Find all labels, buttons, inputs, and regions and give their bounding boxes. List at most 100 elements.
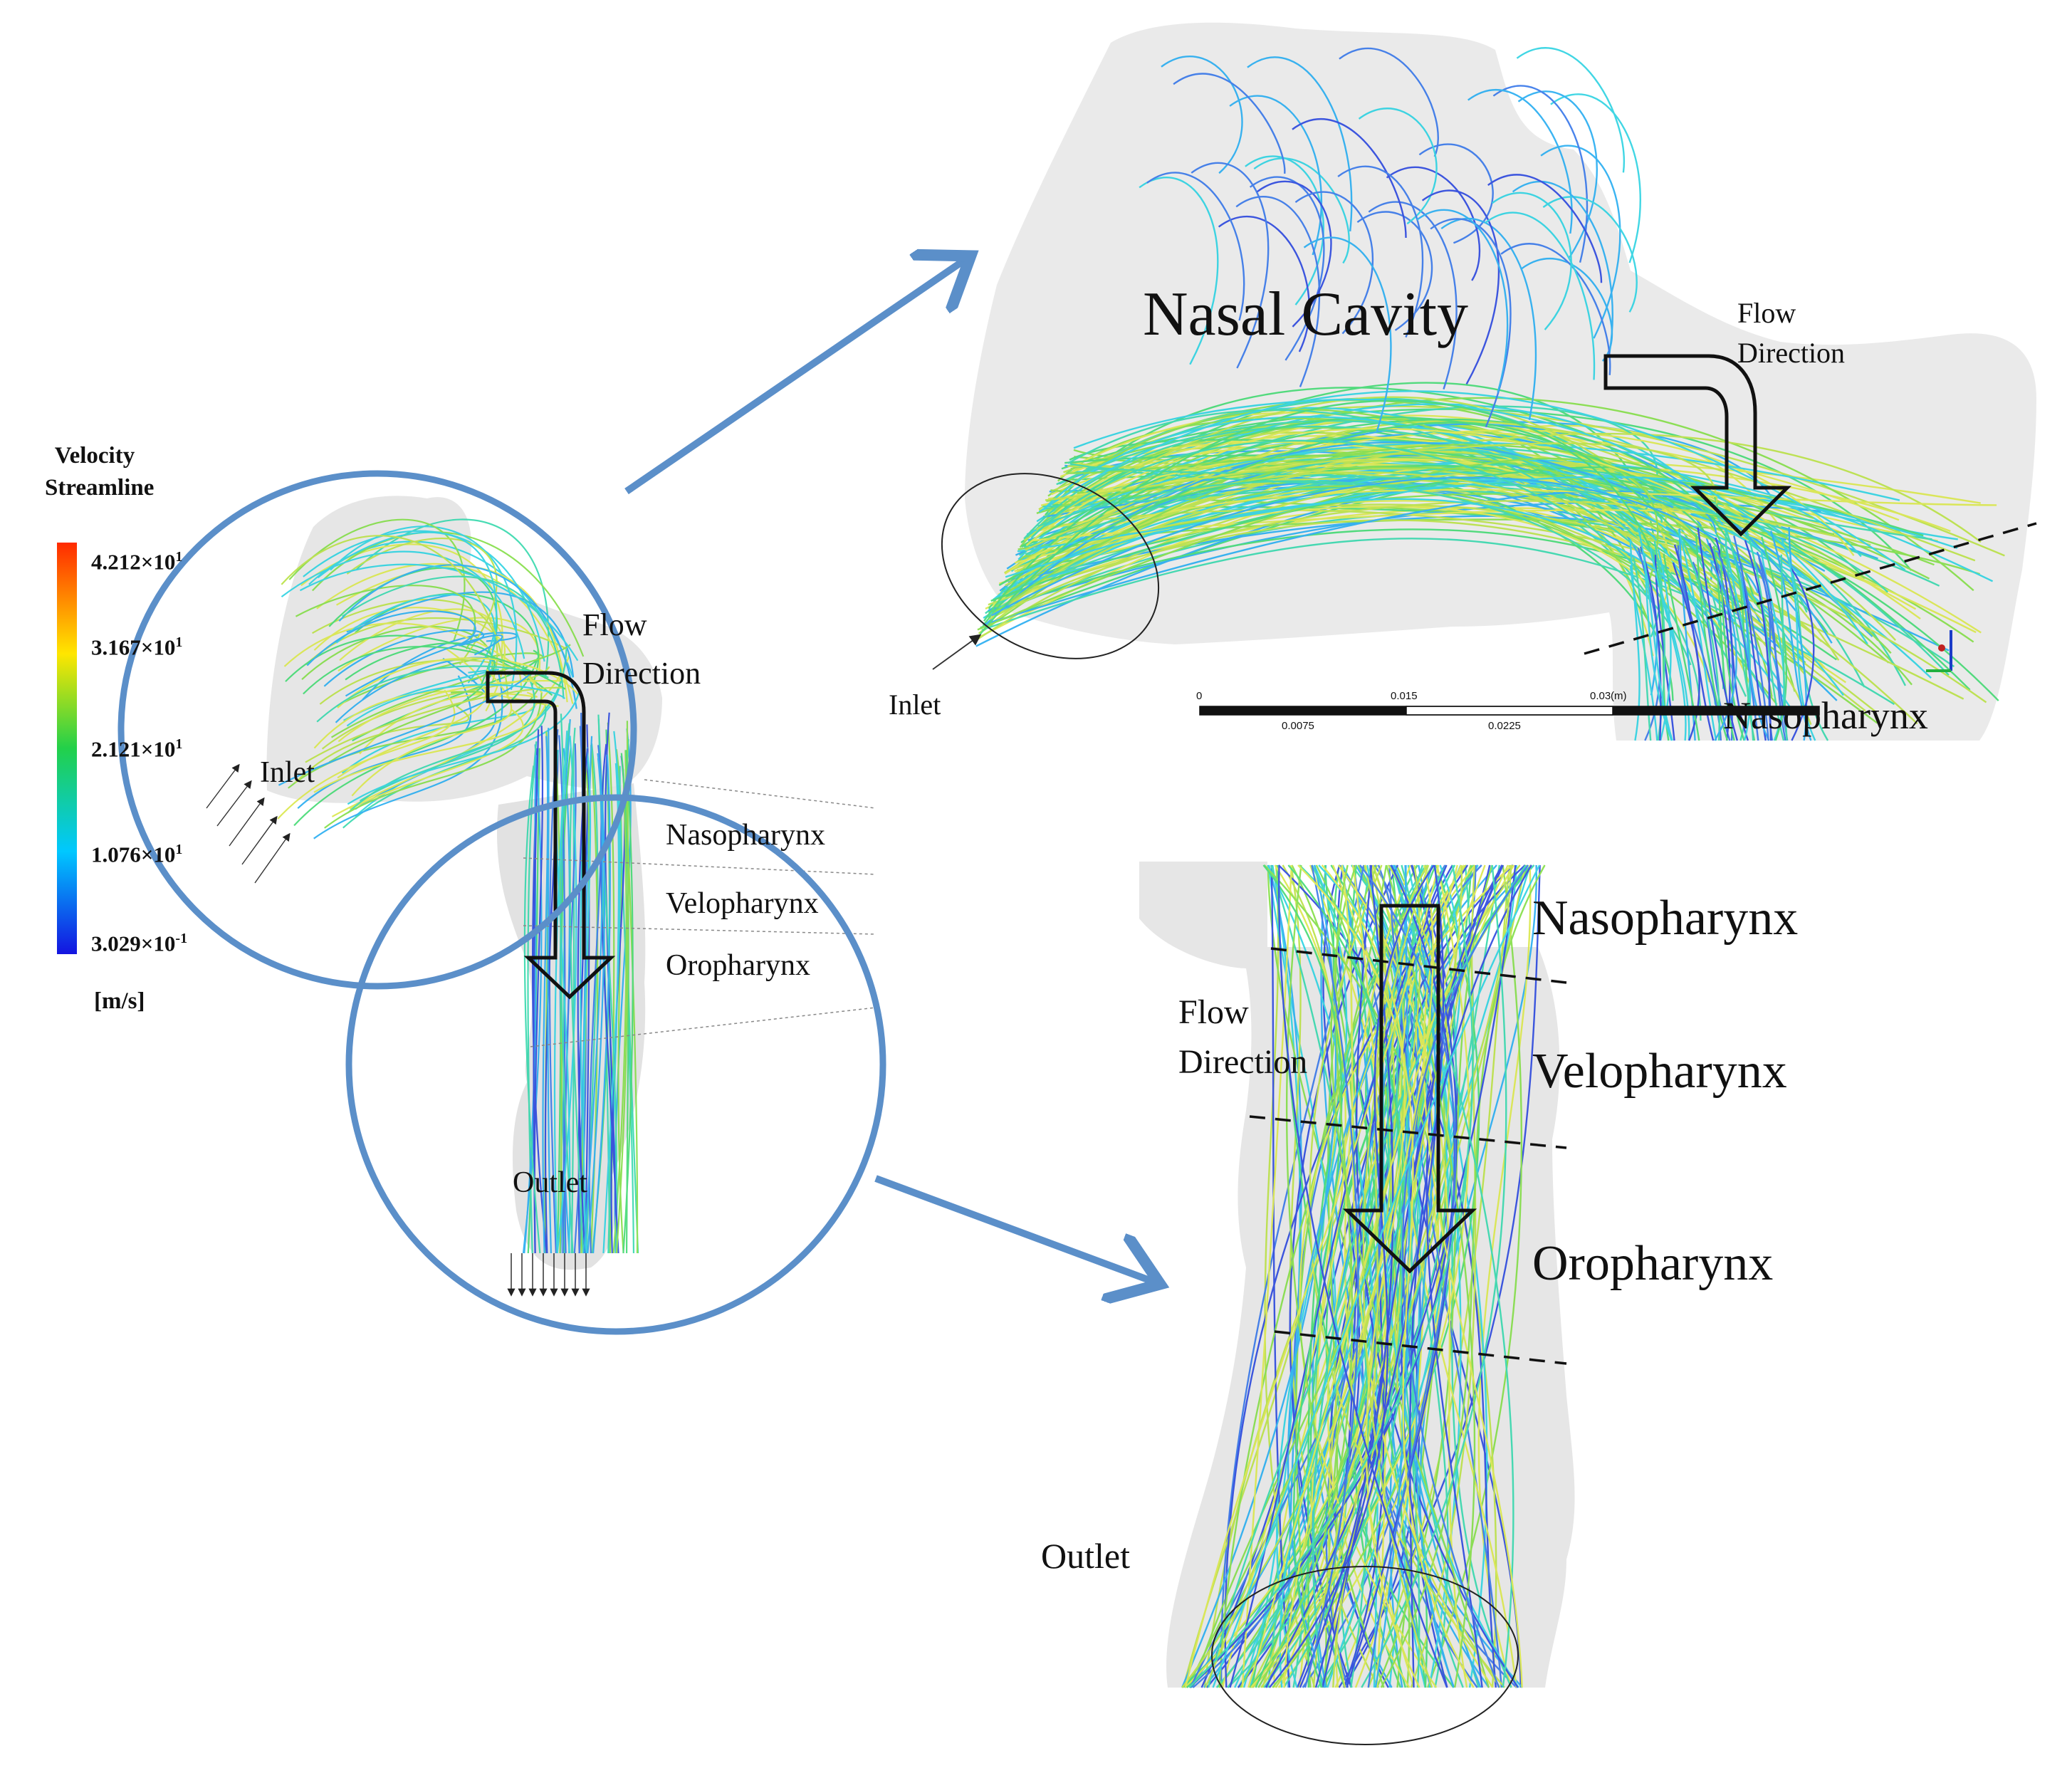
overview-upper-circle	[117, 470, 637, 990]
lower-flow-direction: Flow Direction	[1178, 995, 1307, 1079]
streamline-lo-148	[1262, 864, 1343, 1688]
lower-flow-line2: Direction	[1178, 1043, 1308, 1081]
streamline-updown-43	[1710, 561, 1737, 741]
scale-bottom-0: 0.0075	[1282, 720, 1314, 732]
streamline-up-129	[983, 490, 1717, 626]
streamline-updown-13	[1708, 543, 1731, 741]
streamline-lo-73	[1270, 864, 1291, 1688]
lower-detail-flow-arrow	[1342, 904, 1477, 1274]
streamline-lo-168	[1268, 864, 1435, 1688]
streamline-ov-32	[313, 670, 503, 840]
legend-title-line2: Streamline	[45, 475, 155, 501]
streamline-ov-65	[347, 689, 581, 805]
streamline-lo-42	[1186, 864, 1401, 1688]
overview-lower-circle	[345, 794, 886, 1335]
streamline-lo-158	[1359, 864, 1457, 1688]
scale-top-3: (m)	[1611, 690, 1627, 702]
streamline-uploop-29	[1191, 162, 1270, 369]
streamline-updown-35	[1683, 542, 1720, 741]
streamline-uploop-35	[1303, 236, 1392, 432]
lower-outlet-label: Outlet	[1041, 1536, 1130, 1576]
streamline-uploop-8	[1386, 166, 1480, 281]
lower-section-lines	[1249, 947, 1567, 1365]
upper-inlet-pointer	[932, 634, 982, 670]
streamline-uploop-39	[1516, 47, 1626, 173]
streamline-ov-63	[342, 575, 565, 699]
streamline-lo-111	[1241, 864, 1293, 1688]
streamline-ov-22	[312, 599, 498, 686]
streamline-ov-13	[316, 563, 574, 704]
streamline-lo-141	[1341, 864, 1494, 1688]
streamline-uploop-2	[1368, 201, 1458, 390]
scale-top-1: 0.015	[1391, 690, 1418, 702]
streamline-ov-58	[328, 691, 483, 763]
overview-flow-arrow	[486, 671, 616, 1000]
streamline-ov-50	[330, 644, 571, 738]
lower-flow-line1: Flow	[1178, 993, 1249, 1031]
streamline-ov-46	[295, 585, 476, 650]
streamline-lo-109	[1309, 864, 1506, 1688]
upper-detail-model	[965, 22, 2036, 741]
streamline-updown-42	[1789, 567, 1815, 741]
streamline-lo-118	[1263, 864, 1445, 1688]
streamline-updown-29	[1717, 552, 1759, 741]
streamline-uploop-18	[1492, 85, 1589, 263]
streamline-updown-41	[1649, 547, 1687, 741]
streamline-ovp-31	[602, 731, 622, 1254]
streamline-uploop-1	[1161, 56, 1243, 174]
streamline-uploop-27	[1500, 243, 1611, 375]
streamline-uploop-32	[1430, 218, 1512, 428]
streamline-ov-49	[281, 550, 525, 659]
streamline-lo-160	[1365, 864, 1434, 1688]
lower-nasopharynx-label: Nasopharynx	[1532, 891, 1799, 946]
scale-bottom-1: 0.0225	[1488, 720, 1521, 732]
lower-detail-streamlines	[1181, 864, 1546, 1688]
streamline-lo-45	[1267, 864, 1302, 1688]
streamline-updown-46	[1780, 554, 1788, 741]
streamline-ovp-47	[556, 736, 577, 1254]
streamline-ov-39	[349, 708, 524, 810]
streamline-updown-39	[1673, 544, 1715, 741]
streamline-up-76	[981, 538, 1895, 706]
streamline-ov-17	[331, 654, 571, 817]
streamline-lo-110	[1410, 864, 1477, 1688]
streamline-uploop-26	[1512, 181, 1613, 354]
overview-nasopharynx-label: Nasopharynx	[666, 819, 825, 852]
legend-tick-3: 2.121×101	[91, 736, 183, 762]
streamline-lo-10	[1400, 864, 1532, 1688]
streamline-up-149	[1030, 439, 1702, 721]
legend-tick-2: 3.167×101	[91, 634, 183, 660]
streamline-lo-77	[1277, 864, 1497, 1688]
streamline-lo-167	[1297, 864, 1475, 1688]
streamline-uploop-33	[1257, 180, 1332, 328]
streamline-lo-59	[1289, 864, 1380, 1688]
streamline-lo-154	[1247, 864, 1486, 1688]
streamline-uploop-0	[1356, 211, 1433, 331]
streamline-updown-38	[1663, 553, 1700, 741]
overview-inlet-label: Inlet	[260, 756, 315, 789]
streamline-ovp-57	[569, 727, 585, 1254]
streamline-uploop-31	[1485, 211, 1596, 380]
streamline-lo-123	[1285, 864, 1385, 1688]
streamline-uploop-3	[1245, 155, 1324, 305]
streamline-lo-147	[1361, 864, 1507, 1688]
streamline-lo-140	[1229, 864, 1448, 1688]
lower-outlet-ellipse	[1211, 1566, 1519, 1745]
streamline-uploop-5	[1253, 157, 1350, 264]
streamline-lo-152	[1423, 864, 1523, 1688]
streamline-ov-0	[355, 518, 550, 679]
streamline-up-65	[992, 414, 1921, 620]
scale-top-0: 0	[1196, 690, 1203, 702]
streamline-lo-165	[1304, 864, 1359, 1688]
overview-flow-line2: Direction	[582, 656, 701, 691]
overview-inlet-arrows	[206, 763, 291, 884]
streamline-uploop-37	[1416, 209, 1509, 393]
streamline-ov-61	[351, 669, 513, 797]
streamline-lo-153	[1401, 864, 1529, 1688]
overview-flow-line1: Flow	[582, 607, 647, 642]
upper-nasopharynx-label: Nasopharynx	[1723, 694, 1928, 737]
streamline-uploop-11	[1247, 56, 1353, 232]
upper-flow-line1: Flow	[1737, 297, 1796, 329]
streamline-uploop-22	[1337, 165, 1424, 338]
streamline-ov-47	[346, 538, 498, 665]
